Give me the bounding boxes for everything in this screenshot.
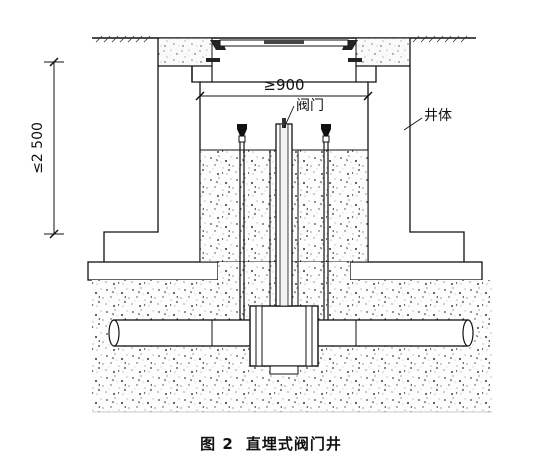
well-body-callout: 井体 xyxy=(403,108,452,131)
footing-right xyxy=(349,261,483,281)
height-dimension-label: ≤2 500 xyxy=(30,122,46,174)
valve-callout: 阀门 xyxy=(283,98,324,129)
valve-stem xyxy=(275,118,293,307)
well-neck xyxy=(200,62,368,83)
figure-caption: 图 2 直埋式阀门井 xyxy=(0,433,542,454)
small-valve-right xyxy=(321,124,331,320)
paving-slab-right xyxy=(355,37,411,67)
height-dimension: ≤2 500 xyxy=(30,57,64,239)
figure-number: 图 2 xyxy=(200,435,234,453)
paving-slab-left xyxy=(157,37,213,67)
well-body-label: 井体 xyxy=(424,108,452,124)
ground-surface xyxy=(92,35,476,43)
manhole-cover xyxy=(206,39,362,62)
stem-sleeve xyxy=(269,150,299,306)
small-valve-left xyxy=(237,124,247,320)
figure-title: 直埋式阀门井 xyxy=(245,435,342,453)
footing-left xyxy=(87,261,219,281)
valve-label: 阀门 xyxy=(296,98,324,114)
width-dimension: ≥900 xyxy=(195,76,373,101)
well-body-walls xyxy=(103,38,465,262)
width-dimension-label: ≥900 xyxy=(263,76,304,94)
valve-body xyxy=(249,305,319,375)
